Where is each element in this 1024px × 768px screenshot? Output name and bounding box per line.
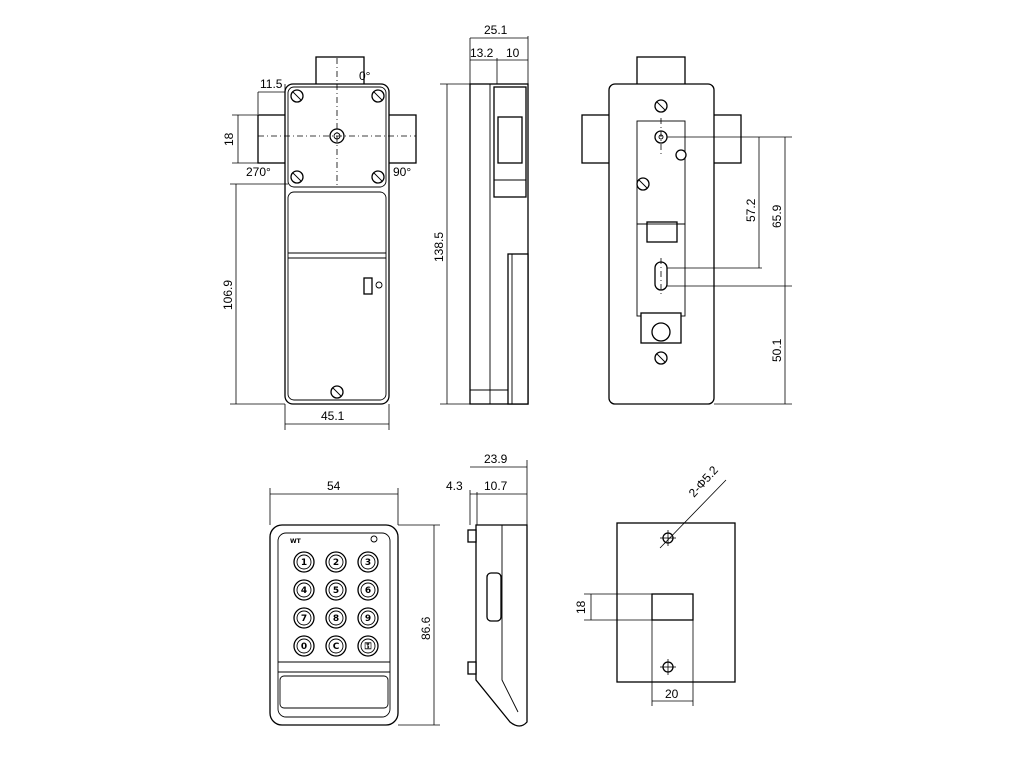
dim-side-a: 13.2 bbox=[470, 46, 494, 60]
keypad-key-label: 7 bbox=[301, 614, 307, 624]
keypad-key-label: 3 bbox=[365, 558, 371, 568]
dim-front-height: 106.9 bbox=[221, 280, 235, 310]
dim-keypad-width: 54 bbox=[327, 479, 341, 493]
lock-back-view: 57.2 65.9 50.1 bbox=[581, 56, 792, 405]
cutout-template: 2-Φ5.2 18 20 bbox=[574, 463, 736, 706]
dim-keypad-side-b: 10.7 bbox=[484, 479, 508, 493]
lock-side-view: 25.1 13.2 10 138.5 bbox=[432, 23, 529, 405]
dim-cutout-width: 20 bbox=[665, 687, 679, 701]
keypad-key-label: 1 bbox=[301, 558, 307, 568]
dim-side-b: 10 bbox=[506, 46, 520, 60]
keypad-front-view: WT 1 2 3 4 5 6 7 8 9 0 C ⚿ 54 86.6 bbox=[269, 479, 440, 726]
dim-side-depth: 25.1 bbox=[484, 23, 508, 37]
cam-top bbox=[315, 56, 365, 86]
keypad-side-view: 23.9 4.3 10.7 bbox=[446, 452, 528, 727]
dim-cam-height: 18 bbox=[222, 132, 236, 146]
angle-270-label: 270° bbox=[246, 165, 271, 179]
keypad-key-label: 0 bbox=[301, 642, 307, 652]
led-indicator bbox=[370, 535, 378, 543]
battery-cover bbox=[287, 191, 387, 401]
keypad-keys: 1 2 3 4 5 6 7 8 9 0 C ⚿ bbox=[293, 551, 379, 657]
back-plate bbox=[608, 83, 715, 405]
keypad-profile bbox=[475, 524, 528, 727]
keypad-logo: WT bbox=[290, 538, 302, 545]
keypad-key-label: C bbox=[333, 642, 340, 652]
reset-switch bbox=[363, 277, 373, 295]
cable-slot bbox=[651, 593, 694, 621]
dim-keypad-side-a: 4.3 bbox=[446, 479, 463, 493]
angle-0-label: 0° bbox=[359, 69, 371, 83]
keypad-key-label: 2 bbox=[333, 558, 339, 568]
angle-90-label: 90° bbox=[393, 165, 411, 179]
keypad-key-label: 9 bbox=[365, 614, 371, 624]
dim-hole-spec: 2-Φ5.2 bbox=[686, 463, 721, 500]
dim-cam-offset: 11.5 bbox=[260, 77, 283, 91]
cam-left bbox=[257, 114, 287, 164]
dim-side-height: 138.5 bbox=[432, 232, 446, 262]
keypad-key-label: ⚿ bbox=[365, 641, 372, 652]
dim-back-50: 50.1 bbox=[770, 338, 784, 362]
keypad-key-label: 4 bbox=[301, 586, 307, 596]
lock-front-view: 11.5 18 0° 90° 270° 106.9 45.1 bbox=[221, 56, 417, 430]
keypad-key-label: 8 bbox=[333, 614, 339, 624]
screw-icon bbox=[290, 89, 385, 399]
dim-front-width: 45.1 bbox=[321, 409, 345, 423]
cam-right bbox=[387, 114, 417, 164]
dim-keypad-side-depth: 23.9 bbox=[484, 452, 508, 466]
dim-back-57: 57.2 bbox=[744, 198, 758, 222]
dim-cutout-height: 18 bbox=[574, 600, 588, 614]
keypad-key-label: 6 bbox=[365, 586, 371, 596]
dim-keypad-height: 86.6 bbox=[419, 616, 433, 640]
screw-icon bbox=[636, 99, 687, 365]
keypad-key-label: 5 bbox=[333, 586, 339, 596]
dim-back-65: 65.9 bbox=[770, 204, 784, 228]
